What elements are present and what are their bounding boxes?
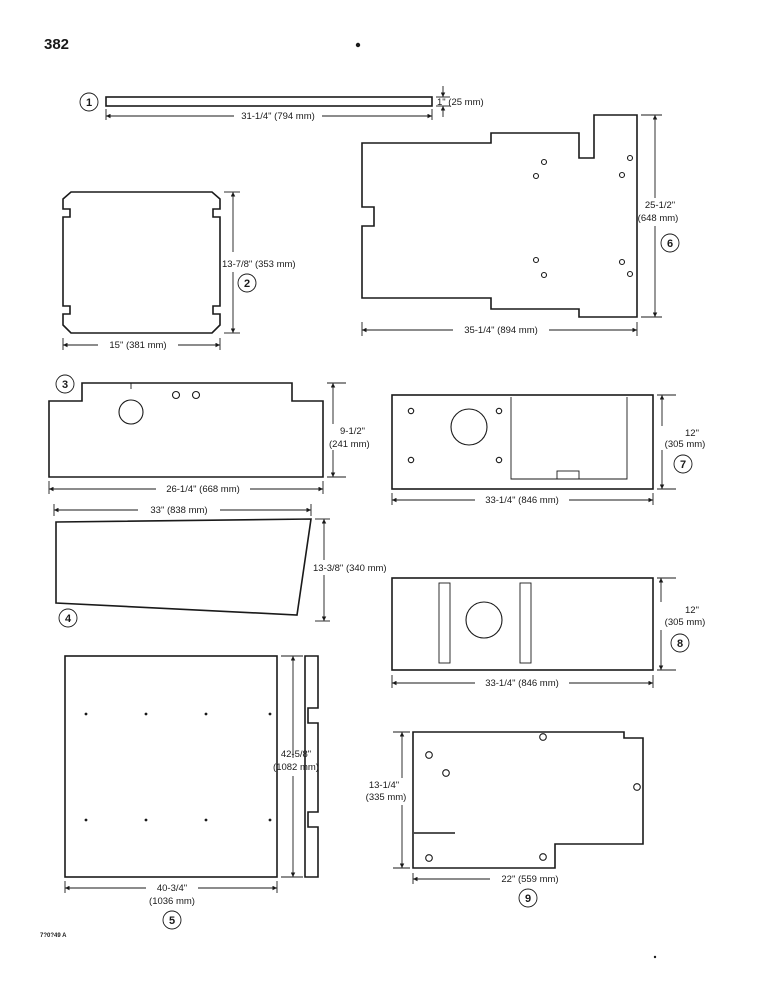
part-2-number: 2 <box>244 278 250 290</box>
part-2-callout <box>237 273 257 293</box>
part-4: 33" (838 mm) 13-3/8" (340 mm) 4 <box>53 504 387 628</box>
part-5-number: 5 <box>169 915 175 927</box>
part-9-callout <box>518 888 538 908</box>
part-7-callout <box>673 454 693 474</box>
part-7-outline <box>391 394 654 490</box>
part-1-number: 1 <box>86 97 92 109</box>
part-6-callout <box>660 233 680 253</box>
part-4-callout <box>58 608 78 628</box>
part-9-height-mm: (335 mm) <box>366 792 407 803</box>
part-1-callout <box>79 92 99 112</box>
part-2-outline <box>62 191 221 334</box>
part-5: 42-5/8" (1082 mm) 40-3/4" (1036 mm) 5 <box>64 655 319 930</box>
part-1-thickness: 1" (25 mm) <box>437 97 484 108</box>
part-9-outline <box>412 731 644 869</box>
part-8: 33-1/4" (846 mm) 12" (305 mm) 8 <box>391 577 706 689</box>
part-5-height-mm: (1082 mm) <box>273 762 319 773</box>
part-7-height: 12" <box>685 428 699 439</box>
part-4-number: 4 <box>65 613 72 625</box>
part-3-width: 26-1/4" (668 mm) <box>166 484 240 495</box>
part-5-side-strip <box>304 655 319 878</box>
part-9: 13-1/4" (335 mm) 22" (559 mm) 9 <box>366 731 644 908</box>
part-2-height: 13-7/8" (353 mm) <box>222 259 296 270</box>
part-2: 13-7/8" (353 mm) 2 15" (381 mm) <box>62 191 296 351</box>
part-6-width: 35-1/4" (894 mm) <box>464 325 538 336</box>
part-3: 3 26-1/4" (668 mm) 9-1/2" (241 mm) <box>48 374 370 495</box>
part-8-height-mm: (305 mm) <box>665 617 706 628</box>
part-3-outline <box>48 382 324 478</box>
part-3-height-mm: (241 mm) <box>329 439 370 450</box>
part-9-width: 22" (559 mm) <box>501 874 558 885</box>
page-number: 382 <box>44 36 70 53</box>
part-6-number: 6 <box>667 238 673 250</box>
part-5-width-mm: (1036 mm) <box>149 896 195 907</box>
part-3-callout <box>55 374 75 394</box>
part-6-height: 25-1/2" <box>645 200 675 211</box>
part-1-outline <box>105 96 433 107</box>
part-7-width: 33-1/4" (846 mm) <box>485 495 559 506</box>
part-8-height: 12" <box>685 605 699 616</box>
part-7-number: 7 <box>680 459 686 471</box>
part-5-height: 42-5/8" <box>281 749 311 760</box>
part-8-callout <box>670 633 690 653</box>
part-3-number: 3 <box>62 379 68 391</box>
part-7-height-mm: (305 mm) <box>665 439 706 450</box>
part-1-length: 31-1/4" (794 mm) <box>241 111 315 122</box>
print-speck-2 <box>653 955 657 959</box>
part-3-height: 9-1/2" <box>340 426 365 437</box>
part-4-width: 33" (838 mm) <box>150 505 207 516</box>
figure-code: 7?0?49 A <box>40 933 67 939</box>
part-2-width: 15" (381 mm) <box>109 340 166 351</box>
part-8-outline <box>391 577 654 671</box>
part-7: 33-1/4" (846 mm) 12" (305 mm) 7 <box>391 394 706 506</box>
print-speck <box>355 42 361 48</box>
part-1: 1 31-1/4" (794 mm) 1" (25 mm) <box>79 86 484 122</box>
part-5-width: 40-3/4" <box>157 883 187 894</box>
part-8-number: 8 <box>677 638 683 650</box>
part-9-height: 13-1/4" <box>369 780 399 791</box>
part-6-outline <box>361 114 638 318</box>
part-8-width: 33-1/4" (846 mm) <box>485 678 559 689</box>
part-4-outline <box>55 518 312 616</box>
part-5-callout <box>162 910 182 930</box>
part-5-outline <box>64 655 278 878</box>
part-6: 35-1/4" (894 mm) 25-1/2" (648 mm) 6 <box>361 114 680 336</box>
part-4-height: 13-3/8" (340 mm) <box>313 563 387 574</box>
part-9-number: 9 <box>525 893 531 905</box>
part-6-height-mm: (648 mm) <box>638 213 679 224</box>
